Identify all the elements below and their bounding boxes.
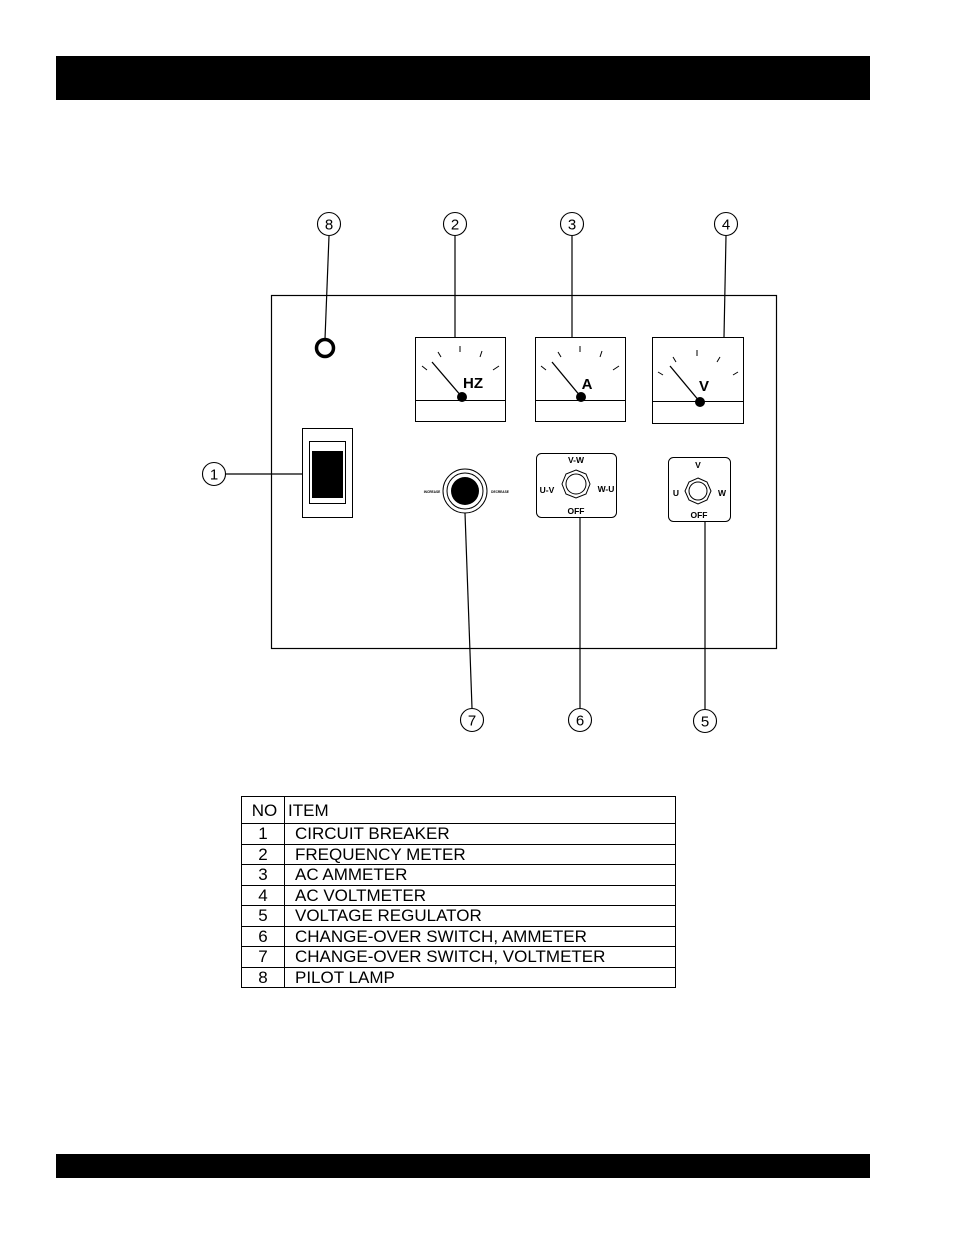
- svg-text:3: 3: [568, 217, 576, 234]
- table-row: 4 AC VOLTMETER: [242, 885, 676, 906]
- voltmeter-switch-top-label: V: [695, 460, 701, 470]
- table-row: 2 FREQUENCY METER: [242, 844, 676, 865]
- callout-4: 4: [715, 213, 738, 236]
- legend-item: CHANGE-OVER SWITCH, VOLTMETER: [285, 947, 676, 968]
- footer-bar: [56, 1154, 870, 1178]
- legend-item: CHANGE-OVER SWITCH, AMMETER: [285, 926, 676, 947]
- ammeter-switch-top-label: V-W: [568, 455, 585, 465]
- legend-item: PILOT LAMP: [285, 967, 676, 988]
- ammeter-unit: A: [582, 376, 593, 393]
- svg-text:8: 8: [325, 217, 333, 234]
- svg-text:7: 7: [468, 713, 476, 730]
- voltmeter-change-over-switch: V U W OFF: [669, 458, 731, 522]
- callout-8: 8: [318, 213, 341, 236]
- voltmeter-switch-bottom-label: OFF: [691, 510, 708, 520]
- legend-no: 2: [242, 844, 285, 865]
- frequency-meter: HZ: [416, 338, 506, 422]
- callout-1: 1: [203, 463, 226, 486]
- circuit-breaker: [303, 429, 353, 518]
- ammeter-change-over-switch: V-W U-V W-U OFF: [537, 454, 617, 518]
- svg-text:1: 1: [210, 467, 218, 484]
- legend-item: AC AMMETER: [285, 865, 676, 886]
- ammeter-switch-right-label: W-U: [598, 484, 615, 494]
- legend-no: 8: [242, 967, 285, 988]
- pilot-lamp: [317, 340, 334, 357]
- legend-item: FREQUENCY METER: [285, 844, 676, 865]
- legend-no: 5: [242, 906, 285, 927]
- table-row: 7 CHANGE-OVER SWITCH, VOLTMETER: [242, 947, 676, 968]
- legend-no: 6: [242, 926, 285, 947]
- callout-2: 2: [444, 213, 467, 236]
- legend-no: 4: [242, 885, 285, 906]
- legend-no: 1: [242, 824, 285, 845]
- table-row: 3 AC AMMETER: [242, 865, 676, 886]
- svg-text:5: 5: [701, 714, 709, 731]
- regulator-increase-label: INCREASE: [424, 490, 440, 494]
- frequency-meter-unit: HZ: [463, 375, 483, 392]
- callout-7: 7: [461, 709, 484, 732]
- ammeter-switch-bottom-label: OFF: [568, 506, 585, 516]
- ac-voltmeter: V: [653, 338, 744, 424]
- ammeter-switch-left-label: U-V: [540, 485, 555, 495]
- legend-no: 3: [242, 865, 285, 886]
- legend-item: AC VOLTMETER: [285, 885, 676, 906]
- svg-text:4: 4: [722, 217, 730, 234]
- parts-legend-table: NO ITEM 1 CIRCUIT BREAKER 2 FREQUENCY ME…: [241, 796, 676, 988]
- voltage-regulator-knob: INCREASE DECREASE: [424, 469, 509, 513]
- legend-item: VOLTAGE REGULATOR: [285, 906, 676, 927]
- table-row: 5 VOLTAGE REGULATOR: [242, 906, 676, 927]
- table-row: 6 CHANGE-OVER SWITCH, AMMETER: [242, 926, 676, 947]
- callout-5: 5: [694, 710, 717, 733]
- voltmeter-switch-left-label: U: [673, 488, 679, 498]
- callout-6: 6: [569, 709, 592, 732]
- legend-item: CIRCUIT BREAKER: [285, 824, 676, 845]
- legend-no: 7: [242, 947, 285, 968]
- regulator-decrease-label: DECREASE: [491, 490, 509, 494]
- control-panel-diagram: HZ A V INCREA: [0, 0, 954, 780]
- voltmeter-unit: V: [699, 378, 709, 395]
- callout-3: 3: [561, 213, 584, 236]
- panel-outline: [272, 296, 777, 649]
- ac-ammeter: A: [536, 338, 626, 422]
- voltmeter-switch-right-label: W: [718, 488, 727, 498]
- table-row: 8 PILOT LAMP: [242, 967, 676, 988]
- svg-text:6: 6: [576, 713, 584, 730]
- table-row: 1 CIRCUIT BREAKER: [242, 824, 676, 845]
- legend-header-item: ITEM: [285, 797, 676, 824]
- legend-header-row: NO ITEM: [242, 797, 676, 824]
- legend-header-no: NO: [242, 797, 285, 824]
- svg-text:2: 2: [451, 217, 459, 234]
